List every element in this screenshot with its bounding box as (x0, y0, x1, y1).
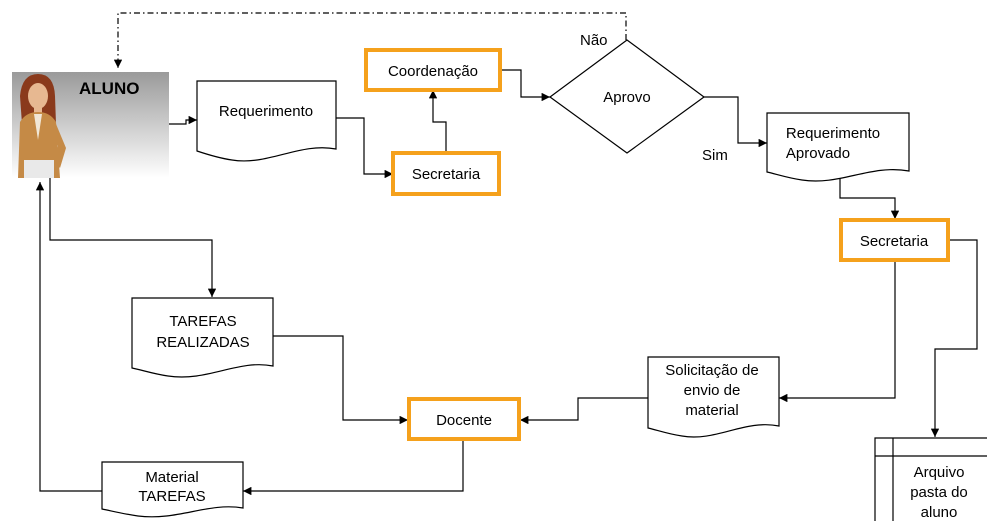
document-material-tarefas: Material TAREFAS (101, 461, 244, 518)
connector-docente-to-material (243, 440, 464, 496)
process-secretaria-top: Secretaria (391, 151, 501, 196)
datastore-arquivo-line2: pasta do (910, 484, 968, 501)
connector-coordenacao-to-aprovo (500, 69, 550, 102)
process-secretaria-right-label: Secretaria (860, 233, 929, 250)
datastore-arquivo-line3: aluno (921, 504, 958, 521)
document-tarefas-line2: REALIZADAS (156, 334, 249, 351)
datastore-arquivo-line1: Arquivo (914, 464, 965, 481)
connector-nao-to-aluno (113, 12, 627, 68)
process-docente: Docente (407, 397, 521, 441)
decision-aprovo-label: Aprovo (603, 89, 651, 106)
document-aprovado-line1: Requerimento (786, 125, 880, 142)
document-solicitacao-line1: Solicitação de (665, 362, 758, 379)
decision-sim-label: Sim (702, 147, 728, 164)
connector-material-to-aluno (35, 182, 102, 492)
connector-secretaria-to-arquivo (930, 239, 978, 437)
connectors (35, 12, 978, 496)
actor-aluno: ALUNO (12, 72, 169, 178)
connector-requerimento-to-secretaria (336, 117, 393, 179)
student-avatar-icon (18, 74, 66, 178)
connector-solicitacao-to-docente (520, 397, 648, 425)
document-solicitacao-line2: envio de (684, 382, 741, 399)
process-secretaria-right: Secretaria (839, 218, 950, 262)
connector-aprovo-to-aprovado (704, 96, 767, 148)
process-secretaria-top-label: Secretaria (412, 166, 481, 183)
connector-secretaria-to-coordenacao (428, 90, 447, 152)
connector-tarefas-to-docente (273, 335, 408, 425)
connector-secretaria-to-solicitacao (779, 260, 896, 403)
document-requerimento-label: Requerimento (219, 103, 313, 120)
document-requerimento-aprovado: Requerimento Aprovado (766, 112, 910, 182)
process-docente-label: Docente (436, 412, 492, 429)
document-aprovado-line2: Aprovado (786, 145, 850, 162)
connector-aprovado-to-secretaria (839, 172, 900, 219)
decision-aprovo: Aprovo Não Sim (548, 32, 728, 164)
document-material-line2: TAREFAS (138, 488, 205, 505)
document-requerimento: Requerimento (196, 80, 337, 162)
decision-nao-label: Não (580, 32, 608, 49)
connector-aluno-to-tarefas (49, 178, 217, 297)
document-tarefas-realizadas: TAREFAS REALIZADAS (131, 297, 274, 378)
document-solicitacao: Solicitação de envio de material (647, 356, 780, 438)
document-material-line1: Material (145, 469, 198, 486)
document-tarefas-line1: TAREFAS (169, 313, 236, 330)
actor-label: ALUNO (79, 79, 139, 98)
document-solicitacao-line3: material (685, 402, 738, 419)
process-coordenacao: Coordenação (364, 48, 502, 92)
connector-aluno-to-requerimento (169, 115, 197, 125)
datastore-arquivo (874, 437, 987, 521)
process-coordenacao-label: Coordenação (388, 63, 478, 80)
